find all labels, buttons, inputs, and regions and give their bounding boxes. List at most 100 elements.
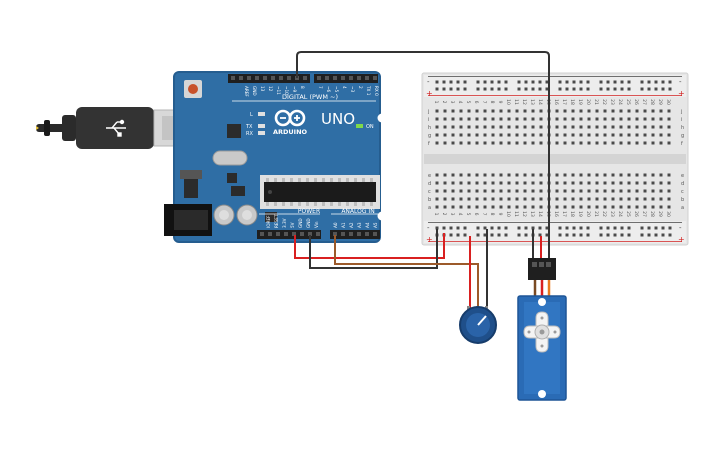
- header-pin[interactable]: [271, 76, 275, 80]
- breadboard-hole[interactable]: [523, 189, 527, 193]
- breadboard-hole[interactable]: [635, 141, 639, 145]
- breadboard-hole[interactable]: [603, 133, 607, 137]
- breadboard-hole[interactable]: [483, 117, 487, 121]
- breadboard-hole[interactable]: [635, 173, 639, 177]
- breadboard-hole[interactable]: [515, 181, 519, 185]
- rail-hole[interactable]: [504, 233, 508, 237]
- ground-wire[interactable]: [309, 229, 438, 269]
- header-pin[interactable]: [365, 76, 369, 80]
- breadboard-hole[interactable]: [611, 173, 615, 177]
- rail-hole[interactable]: [613, 233, 617, 237]
- breadboard-hole[interactable]: [595, 141, 599, 145]
- breadboard-hole[interactable]: [531, 205, 535, 209]
- breadboard-hole[interactable]: [627, 197, 631, 201]
- rail-hole[interactable]: [606, 80, 610, 84]
- rail-hole[interactable]: [449, 87, 453, 91]
- breadboard-hole[interactable]: [619, 109, 623, 113]
- breadboard-hole[interactable]: [467, 125, 471, 129]
- breadboard-hole[interactable]: [667, 133, 671, 137]
- breadboard-hole[interactable]: [475, 181, 479, 185]
- breadboard-hole[interactable]: [499, 133, 503, 137]
- breadboard-hole[interactable]: [491, 109, 495, 113]
- breadboard-hole[interactable]: [523, 133, 527, 137]
- rail-hole[interactable]: [620, 87, 624, 91]
- breadboard-hole[interactable]: [579, 197, 583, 201]
- header-pin[interactable]: [333, 76, 337, 80]
- rail-hole[interactable]: [586, 80, 590, 84]
- rail-hole[interactable]: [531, 80, 535, 84]
- rail-hole[interactable]: [490, 226, 494, 230]
- breadboard-hole[interactable]: [539, 205, 543, 209]
- rail-hole[interactable]: [456, 87, 460, 91]
- breadboard-hole[interactable]: [611, 197, 615, 201]
- breadboard-hole[interactable]: [435, 197, 439, 201]
- breadboard-hole[interactable]: [587, 141, 591, 145]
- breadboard-hole[interactable]: [587, 189, 591, 193]
- breadboard-hole[interactable]: [475, 125, 479, 129]
- header-pin[interactable]: [300, 232, 304, 236]
- breadboard-hole[interactable]: [627, 133, 631, 137]
- rail-hole[interactable]: [538, 226, 542, 230]
- power-rail-bottom[interactable]: [424, 221, 686, 243]
- breadboard-hole[interactable]: [435, 205, 439, 209]
- breadboard-hole[interactable]: [643, 205, 647, 209]
- rail-hole[interactable]: [517, 233, 521, 237]
- breadboard-hole[interactable]: [563, 141, 567, 145]
- header-pin[interactable]: [260, 232, 264, 236]
- rail-hole[interactable]: [558, 226, 562, 230]
- breadboard-hole[interactable]: [635, 109, 639, 113]
- rail-hole[interactable]: [476, 233, 480, 237]
- breadboard-hole[interactable]: [507, 189, 511, 193]
- servo-connector[interactable]: [528, 258, 556, 280]
- breadboard-hole[interactable]: [667, 181, 671, 185]
- breadboard-hole[interactable]: [603, 181, 607, 185]
- breadboard-hole[interactable]: [467, 133, 471, 137]
- breadboard-hole[interactable]: [563, 205, 567, 209]
- breadboard-hole[interactable]: [523, 197, 527, 201]
- breadboard-hole[interactable]: [483, 197, 487, 201]
- header-pin[interactable]: [276, 232, 280, 236]
- breadboard-hole[interactable]: [643, 125, 647, 129]
- breadboard-hole[interactable]: [659, 133, 663, 137]
- potentiometer[interactable]: [459, 306, 497, 344]
- breadboard-hole[interactable]: [467, 197, 471, 201]
- breadboard-hole[interactable]: [507, 109, 511, 113]
- rail-hole[interactable]: [504, 226, 508, 230]
- breadboard-hole[interactable]: [651, 133, 655, 137]
- rail-hole[interactable]: [517, 226, 521, 230]
- analog-header[interactable]: [330, 230, 380, 239]
- breadboard-hole[interactable]: [435, 133, 439, 137]
- breadboard-hole[interactable]: [603, 141, 607, 145]
- digital-header-right[interactable]: [314, 74, 378, 83]
- breadboard-hole[interactable]: [571, 173, 575, 177]
- breadboard-hole[interactable]: [579, 133, 583, 137]
- breadboard-hole[interactable]: [539, 125, 543, 129]
- breadboard-hole[interactable]: [563, 173, 567, 177]
- rail-hole[interactable]: [504, 87, 508, 91]
- breadboard-hole[interactable]: [499, 141, 503, 145]
- rail-hole[interactable]: [456, 233, 460, 237]
- breadboard-hole[interactable]: [595, 125, 599, 129]
- breadboard-hole[interactable]: [659, 117, 663, 121]
- breadboard-hole[interactable]: [515, 133, 519, 137]
- rail-hole[interactable]: [565, 87, 569, 91]
- rail-hole[interactable]: [456, 80, 460, 84]
- rail-hole[interactable]: [654, 87, 658, 91]
- breadboard-hole[interactable]: [627, 189, 631, 193]
- breadboard-hole[interactable]: [507, 141, 511, 145]
- breadboard-hole[interactable]: [579, 181, 583, 185]
- breadboard-hole[interactable]: [643, 173, 647, 177]
- rail-hole[interactable]: [558, 87, 562, 91]
- breadboard-hole[interactable]: [443, 141, 447, 145]
- header-pin[interactable]: [333, 232, 337, 236]
- breadboard-hole[interactable]: [435, 181, 439, 185]
- breadboard-hole[interactable]: [603, 125, 607, 129]
- breadboard-hole[interactable]: [643, 141, 647, 145]
- rail-hole[interactable]: [565, 80, 569, 84]
- breadboard-hole[interactable]: [499, 109, 503, 113]
- breadboard-hole[interactable]: [443, 181, 447, 185]
- breadboard-hole[interactable]: [491, 125, 495, 129]
- breadboard-hole[interactable]: [507, 205, 511, 209]
- breadboard-hole[interactable]: [467, 205, 471, 209]
- breadboard-hole[interactable]: [499, 197, 503, 201]
